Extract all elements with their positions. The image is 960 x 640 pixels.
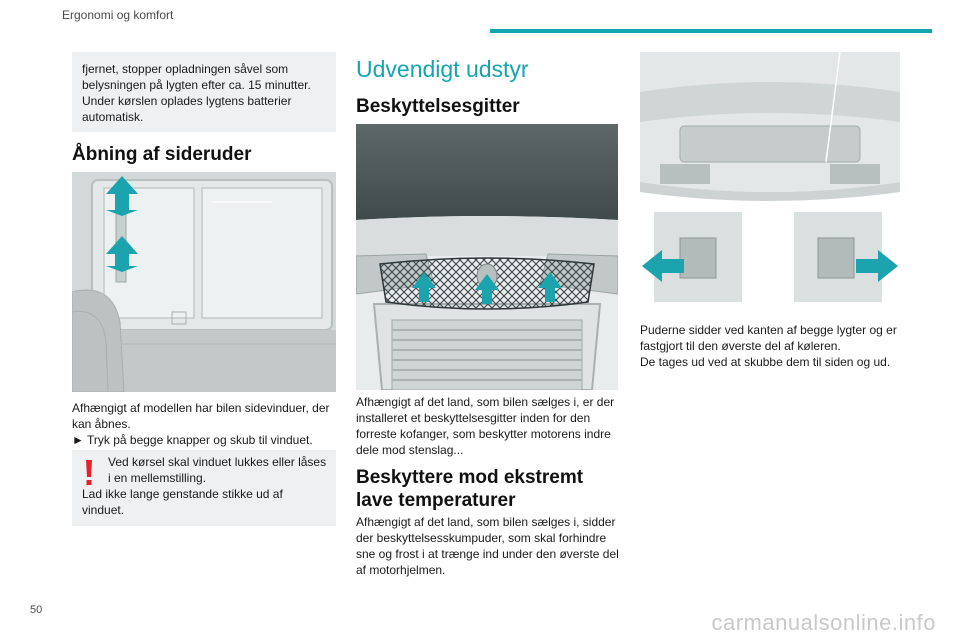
header-accent-bar <box>490 29 932 33</box>
grille-figure <box>356 124 618 390</box>
watermark-text: carmanualsonline.info <box>711 610 936 635</box>
front-grille-net-icon <box>356 124 618 390</box>
side-window-figure <box>72 172 336 392</box>
chapter-title: Udvendigt udstyr <box>356 56 529 82</box>
cold-pads-paragraph-2: De tages ud ved at skubbe dem til siden … <box>640 355 891 369</box>
side-windows-paragraph: Afhængigt af modellen har bilen sidevind… <box>72 401 330 431</box>
side-windows-instruction: ► Tryk på begge knapper og skub til vind… <box>72 433 313 447</box>
section-title-grille: Beskyttelsesgitter <box>356 96 520 117</box>
running-header: Ergonomi og komfort <box>62 8 174 22</box>
cold-pads-paragraph-1: Puderne sidder ved kanten af begge lygte… <box>640 323 897 353</box>
cold-weather-pads-icon <box>640 52 900 307</box>
cold-protectors-paragraph: Afhængigt af det land, som bilen sælges … <box>356 515 619 577</box>
page-number: 50 <box>30 604 43 616</box>
grille-paragraph: Afhængigt af det land, som bilen sælges … <box>356 395 615 457</box>
cold-pads-figure <box>640 52 900 307</box>
warning-text-2: Lad ikke lange genstande stikke ud af vi… <box>82 487 283 517</box>
section-title-side-windows: Åbning af sideruder <box>72 144 252 165</box>
warning-text-1: Ved kørsel skal vinduet lukkes eller lås… <box>108 455 327 485</box>
intro-text: fjernet, stopper opladningen såvel som b… <box>82 62 311 124</box>
side-window-arrows-icon <box>72 172 336 392</box>
warning-box: Ved kørsel skal vinduet lukkes eller lås… <box>72 450 336 526</box>
intro-box: fjernet, stopper opladningen såvel som b… <box>72 52 336 132</box>
exclamation-icon <box>86 460 92 485</box>
section-title-cold-protectors: Beskyttere mod ekstremt lave temperature… <box>356 467 584 511</box>
